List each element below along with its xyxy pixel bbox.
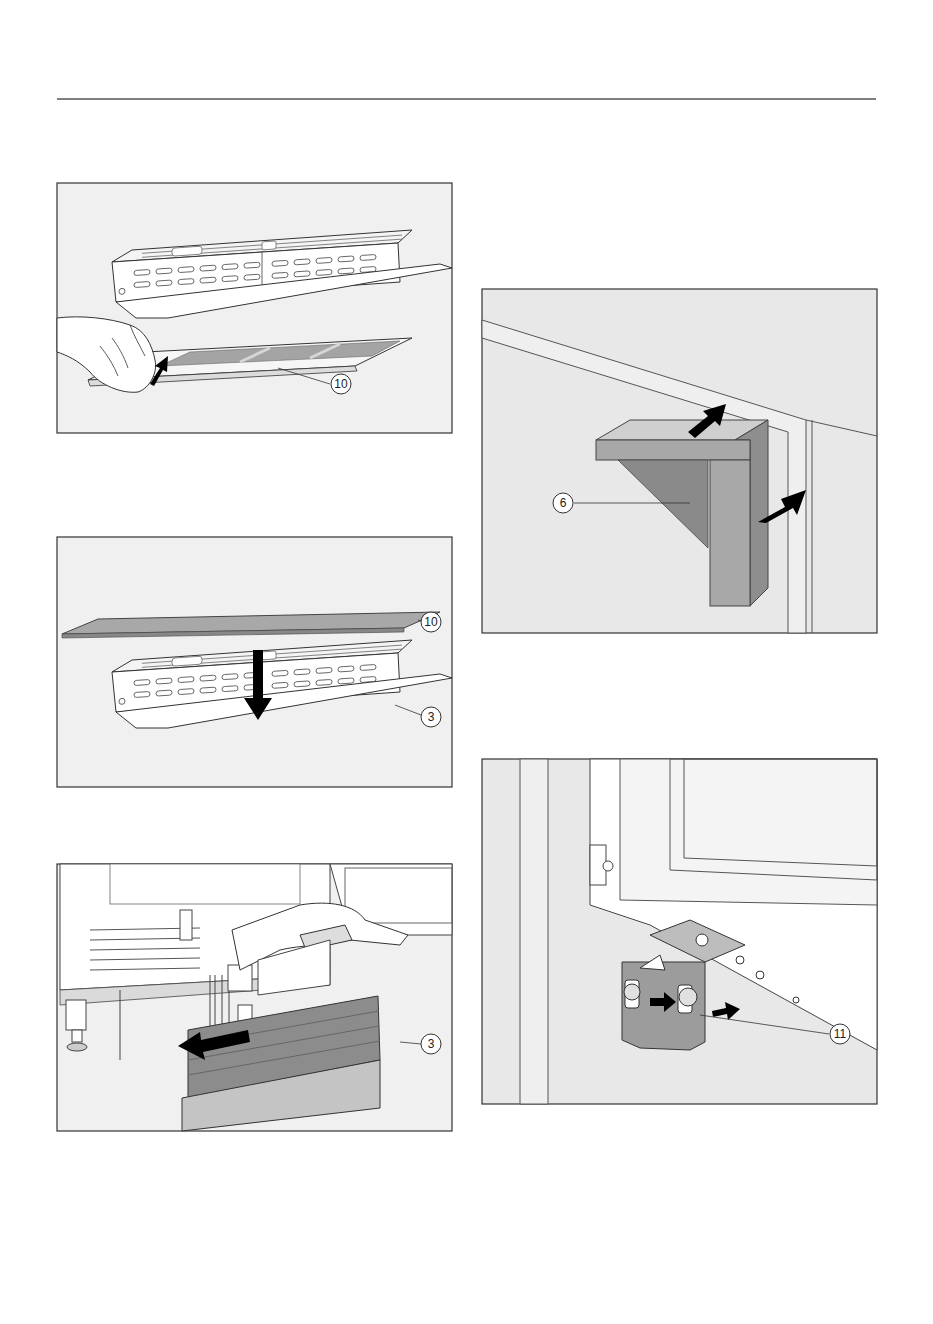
filter-insertion-panel [57,537,452,787]
bracket-panel [596,440,750,460]
hinge-bracket-panel [736,956,744,964]
grille-fitting-panel [90,948,200,950]
bracket-panel [812,420,813,633]
hinge-bracket-panel [830,1024,850,1044]
filter-removal-panel [150,356,168,386]
filter-insertion-panel [418,620,421,621]
hinge-bracket-panel [670,759,877,880]
filter-removal-panel [100,325,145,376]
bracket-panel [618,460,708,548]
bracket-panel [482,320,806,633]
grille-fitting-panel [57,864,452,1131]
hinge-bracket-panel [650,920,745,962]
hinge-bracket-panel [620,759,877,905]
grille-fitting-panel [67,1043,87,1051]
hinge-bracket-panel [684,759,877,866]
hinge-bracket-panel [590,759,877,1050]
filter-insertion-panel [395,705,421,715]
hinge-bracket-panel [793,997,799,1003]
filter-removal-panel [331,374,351,394]
hinge-bracket-panel [650,992,676,1012]
filter-removal-panel [240,348,270,362]
hinge-bracket-panel [482,759,877,1104]
grille-fitting-panel [66,1000,86,1030]
callout-number: 3 [428,1038,435,1050]
callout-number: 3 [428,711,435,723]
grille-fitting-panel [258,940,330,995]
filter-removal-panel [278,368,330,384]
callout-number: 10 [334,378,347,390]
hinge-bracket-panel [700,1015,829,1034]
filter-removal-panel [160,341,400,366]
hinge-bracket-panel [603,861,613,871]
filter-removal-panel [57,183,452,433]
grille-fitting-panel [120,990,121,1060]
callout-number: 10 [424,616,437,628]
hinge-bracket-panel [679,988,697,1006]
hinge-bracket-panel [756,971,764,979]
hinge-bracket-panel [520,759,548,1104]
hinge-bracket-panel [622,962,705,1050]
filter-removal-panel [57,183,452,433]
bracket-panel [688,404,726,438]
filter-insertion-panel [421,612,441,632]
grille-fitting-panel [182,1060,380,1131]
bracket-panel [758,490,806,523]
hinge-bracket-panel [482,759,877,1104]
header-rule [57,98,876,99]
grille-fitting-panel [400,1042,421,1044]
grille-fitting-panel [180,910,192,940]
filter-insertion-panel [112,640,452,728]
hinge-bracket-panel [625,980,639,1008]
bracket-panel [806,420,877,436]
grille-fitting-panel [110,864,300,904]
grille-fitting-panel [57,864,452,1131]
filter-insertion-panel [57,537,452,787]
hinge-bracket-panel [640,955,665,970]
hinge-bracket-panel [696,934,708,946]
filter-insertion-panel [62,628,404,638]
filter-insertion-panel [421,707,441,727]
filter-removal-panel [310,344,340,358]
callout-number: 11 [834,1028,846,1040]
hinge-bracket-panel [624,984,640,1000]
bracket-panel [710,460,750,606]
grille-fitting-panel [421,1034,441,1054]
bracket-panel [482,289,877,633]
bracket-panel [574,503,690,504]
grille-fitting-panel [90,958,200,960]
callout-number: 6 [560,497,567,509]
bracket-panel [482,289,877,633]
bracket-panel [553,493,573,513]
grille-fitting-panel [90,968,200,970]
filter-insertion-panel [244,650,272,720]
filter-removal-panel [112,230,452,318]
grille-fitting-panel [178,1030,250,1060]
filter-removal-panel [57,317,156,392]
grille-fitting-panel [72,1030,82,1042]
